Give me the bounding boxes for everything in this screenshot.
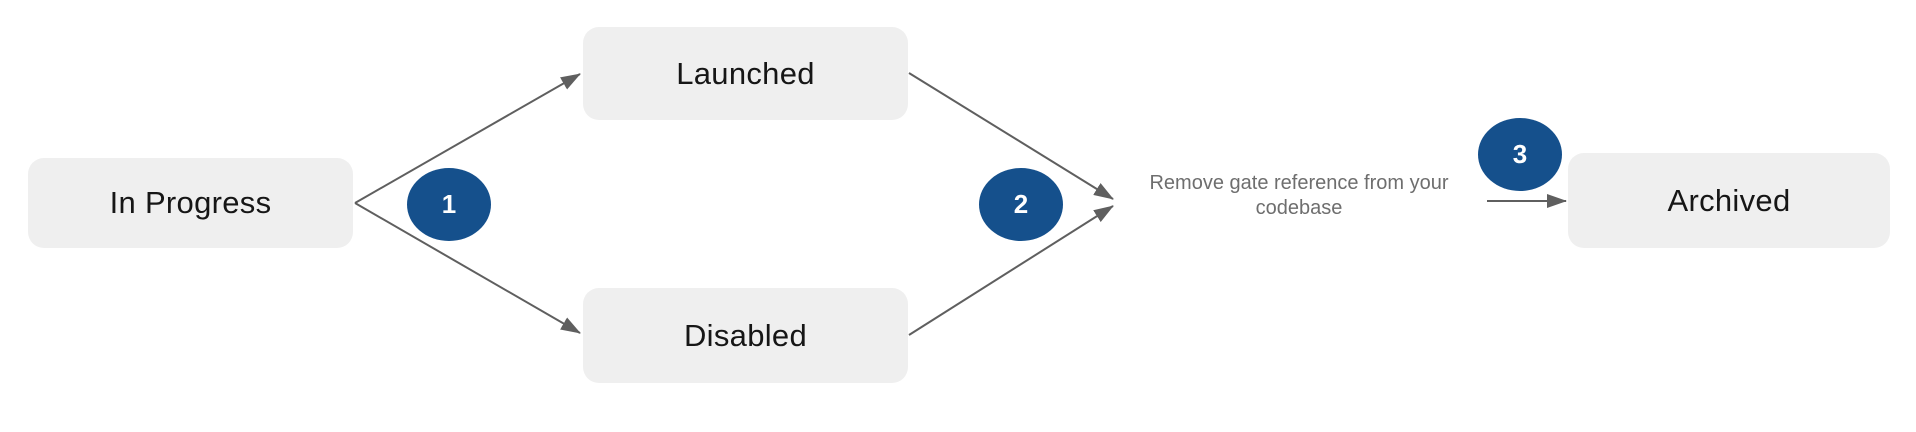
arrow-in-progress-to-launched [354,73,581,204]
step-badge-2: 2 [979,168,1063,241]
arrow-disabled-to-remove-gate [908,205,1114,336]
node-launched: Launched [583,27,908,120]
node-launched-label: Launched [676,55,815,91]
node-archived: Archived [1568,153,1890,248]
step-badge-1-number: 1 [441,189,457,219]
node-archived-label: Archived [1667,182,1791,218]
step-badge-3-number: 3 [1512,139,1528,169]
step-badge-3: 3 [1478,118,1562,191]
arrow-launched-to-remove-gate [908,72,1114,200]
node-disabled-label: Disabled [683,317,808,353]
node-in-progress: In Progress [28,158,353,248]
arrow-in-progress-to-disabled [354,202,581,334]
step-badge-1: 1 [407,168,491,241]
step-badge-2-number: 2 [1013,189,1029,219]
node-disabled: Disabled [583,288,908,383]
remove-gate-annotation: Remove gate reference from your codebase [1149,172,1449,219]
node-in-progress-label: In Progress [109,185,272,220]
